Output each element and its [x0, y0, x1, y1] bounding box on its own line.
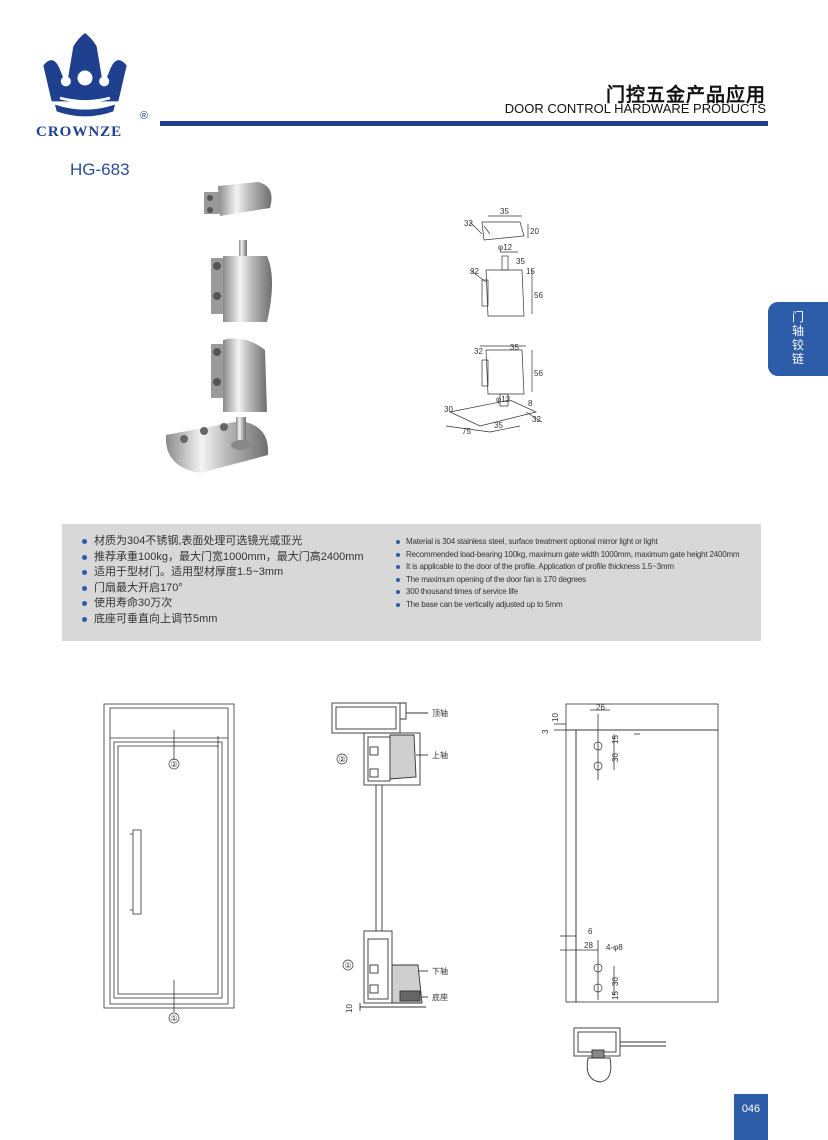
- spec-item: 门扇最大开启170°: [80, 581, 364, 597]
- dim-label: 35: [516, 257, 525, 266]
- dim-label: 56: [534, 369, 543, 378]
- part-label-base: 底座: [432, 992, 448, 1002]
- dim-label: 15: [526, 267, 535, 276]
- product-photo-top-pivot: [204, 182, 272, 216]
- dim-label: 15: [611, 735, 620, 744]
- spec-item: Material is 304 stainless steel, surface…: [394, 536, 739, 549]
- ref-label: ①: [171, 1014, 178, 1023]
- dim-label: 30: [444, 405, 453, 414]
- tab-char: 门: [791, 310, 804, 324]
- dim-label: 32: [470, 267, 479, 276]
- dim-label: φ12: [498, 243, 513, 252]
- part-label-upper-axis: 上轴: [432, 750, 448, 760]
- part-label-lower-axis: 下轴: [432, 966, 448, 976]
- spec-list-en: Material is 304 stainless steel, surface…: [394, 536, 740, 612]
- header-title-en: DOOR CONTROL HARDWARE PRODUCTS: [504, 101, 766, 116]
- dim-label: 4-φ8: [606, 943, 623, 952]
- dim-label: 10: [551, 713, 560, 722]
- dim-label: 3: [541, 729, 550, 734]
- spec-item: 300 thousand times of service life: [394, 586, 739, 599]
- dimension-drawing-pivots: 35 32 20 φ12 35 32 15 56 32 35 56 φ12 8 …: [444, 207, 543, 436]
- dim-label: 8: [528, 399, 533, 408]
- spec-item: 适用于型材门。适用型材厚度1.5~3mm: [80, 565, 364, 581]
- part-label-top-axis: 顶轴: [432, 708, 448, 718]
- spec-item: The maximum opening of the door fan is 1…: [394, 574, 739, 587]
- profile-section-detail: [573, 1027, 666, 1083]
- product-photo-lower-pivot: [211, 338, 267, 412]
- spec-item: The base can be vertically adjusted up t…: [394, 599, 739, 612]
- registered-mark: ®: [140, 110, 149, 122]
- dim-label: 15: [611, 991, 620, 1000]
- spec-item: 使用寿命30万次: [80, 596, 364, 612]
- page-number: 046: [734, 1094, 768, 1140]
- dim-label: 35: [510, 343, 519, 352]
- ref-label: ②: [339, 755, 346, 764]
- frame-hole-layout-drawing: 26 3 10 15 30 6 28 4-φ8 30 15: [541, 703, 719, 1003]
- dim-label: 32: [532, 415, 541, 424]
- dim-label: 35: [494, 421, 503, 430]
- spec-item: 底座可垂直向上调节5mm: [80, 612, 364, 628]
- tab-char: 链: [791, 352, 804, 366]
- product-photo-upper-pivot: [211, 240, 272, 322]
- spec-list-cn: 材质为304不锈钢,表面处理可选镜光或亚光 推荐承重100kg，最大门宽1000…: [80, 534, 364, 627]
- spec-item: Recommended load-bearing 100kg, maximum …: [394, 549, 740, 562]
- header-title-cn: 门控五金产品应用: [605, 84, 766, 106]
- door-elevation-drawing: ② ①: [103, 703, 235, 1024]
- dim-label: 26: [596, 703, 605, 712]
- dim-label: 6: [588, 927, 593, 936]
- dim-label: 28: [584, 941, 593, 950]
- spec-item: 材质为304不锈钢,表面处理可选镜光或亚光: [80, 534, 364, 550]
- specification-panel: 材质为304不锈钢,表面处理可选镜光或亚光 推荐承重100kg，最大门宽1000…: [62, 524, 761, 641]
- spec-item: It is applicable to the door of the prof…: [394, 561, 739, 574]
- dim-label: φ12: [496, 395, 511, 404]
- dim-label: 32: [464, 219, 473, 228]
- dim-label: 30: [611, 753, 620, 762]
- crown-logo-icon: [43, 33, 127, 117]
- dim-label: 75: [462, 427, 471, 436]
- tab-char: 轴: [791, 324, 804, 338]
- product-photo-base-plate: [165, 417, 269, 473]
- dim-label: 10: [345, 1004, 354, 1013]
- ref-label: ②: [171, 760, 178, 769]
- tab-char: 铰: [791, 338, 804, 352]
- dim-label: 35: [500, 207, 509, 216]
- dim-label: 56: [534, 291, 543, 300]
- header-divider: [160, 121, 768, 126]
- dim-label: 32: [474, 347, 483, 356]
- model-number: HG-683: [70, 160, 130, 179]
- door-section-drawing: ② ① 顶轴 上轴 下轴 底座 10: [331, 702, 448, 1013]
- dim-label: 20: [530, 227, 539, 236]
- brand-name: CROWNZE: [36, 124, 123, 140]
- ref-label: ①: [345, 961, 352, 970]
- spec-item: 推荐承重100kg，最大门宽1000mm，最大门高2400mm: [80, 550, 364, 566]
- category-tab[interactable]: 门 轴 铰 链: [768, 302, 828, 376]
- dim-label: 30: [611, 977, 620, 986]
